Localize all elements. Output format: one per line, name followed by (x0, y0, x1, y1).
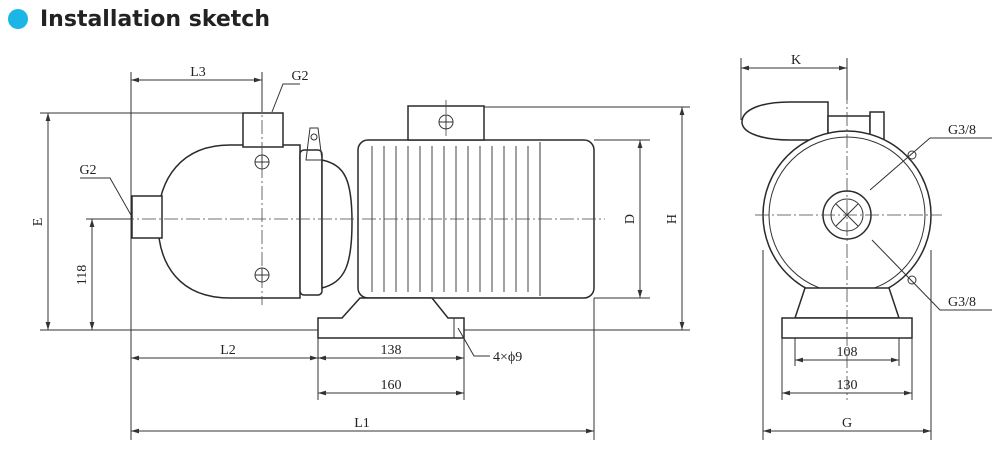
outlet-flange (741, 101, 829, 141)
label-L2: L2 (220, 343, 236, 358)
adapter-ring (299, 149, 323, 296)
inlet-port (131, 195, 163, 239)
label-holes: 4×ϕ9 (493, 350, 522, 365)
side-view (40, 72, 690, 440)
label-130: 130 (837, 378, 858, 393)
label-E: E (31, 218, 46, 227)
label-118: 118 (75, 265, 90, 285)
label-G3-8-top: G3/8 (948, 123, 976, 138)
label-G2-top: G2 (291, 69, 308, 84)
label-G2-left: G2 (79, 163, 96, 178)
label-138: 138 (381, 343, 402, 358)
motor-bracket (321, 159, 353, 289)
label-160: 160 (381, 378, 402, 393)
pump-housing (157, 144, 301, 299)
front-view (740, 58, 992, 440)
label-D: D (623, 214, 638, 224)
label-L1: L1 (354, 416, 370, 431)
label-G3-8-bottom: G3/8 (948, 295, 976, 310)
base-foot (317, 297, 465, 339)
section-title: Installation sketch (40, 6, 271, 32)
outlet-port (242, 112, 284, 148)
section-header: Installation sketch (8, 4, 270, 34)
label-G: G (842, 416, 852, 431)
label-108: 108 (837, 345, 858, 360)
label-H: H (665, 214, 680, 224)
label-K: K (791, 53, 801, 68)
bullet-icon (8, 9, 28, 29)
label-L3: L3 (190, 65, 206, 80)
